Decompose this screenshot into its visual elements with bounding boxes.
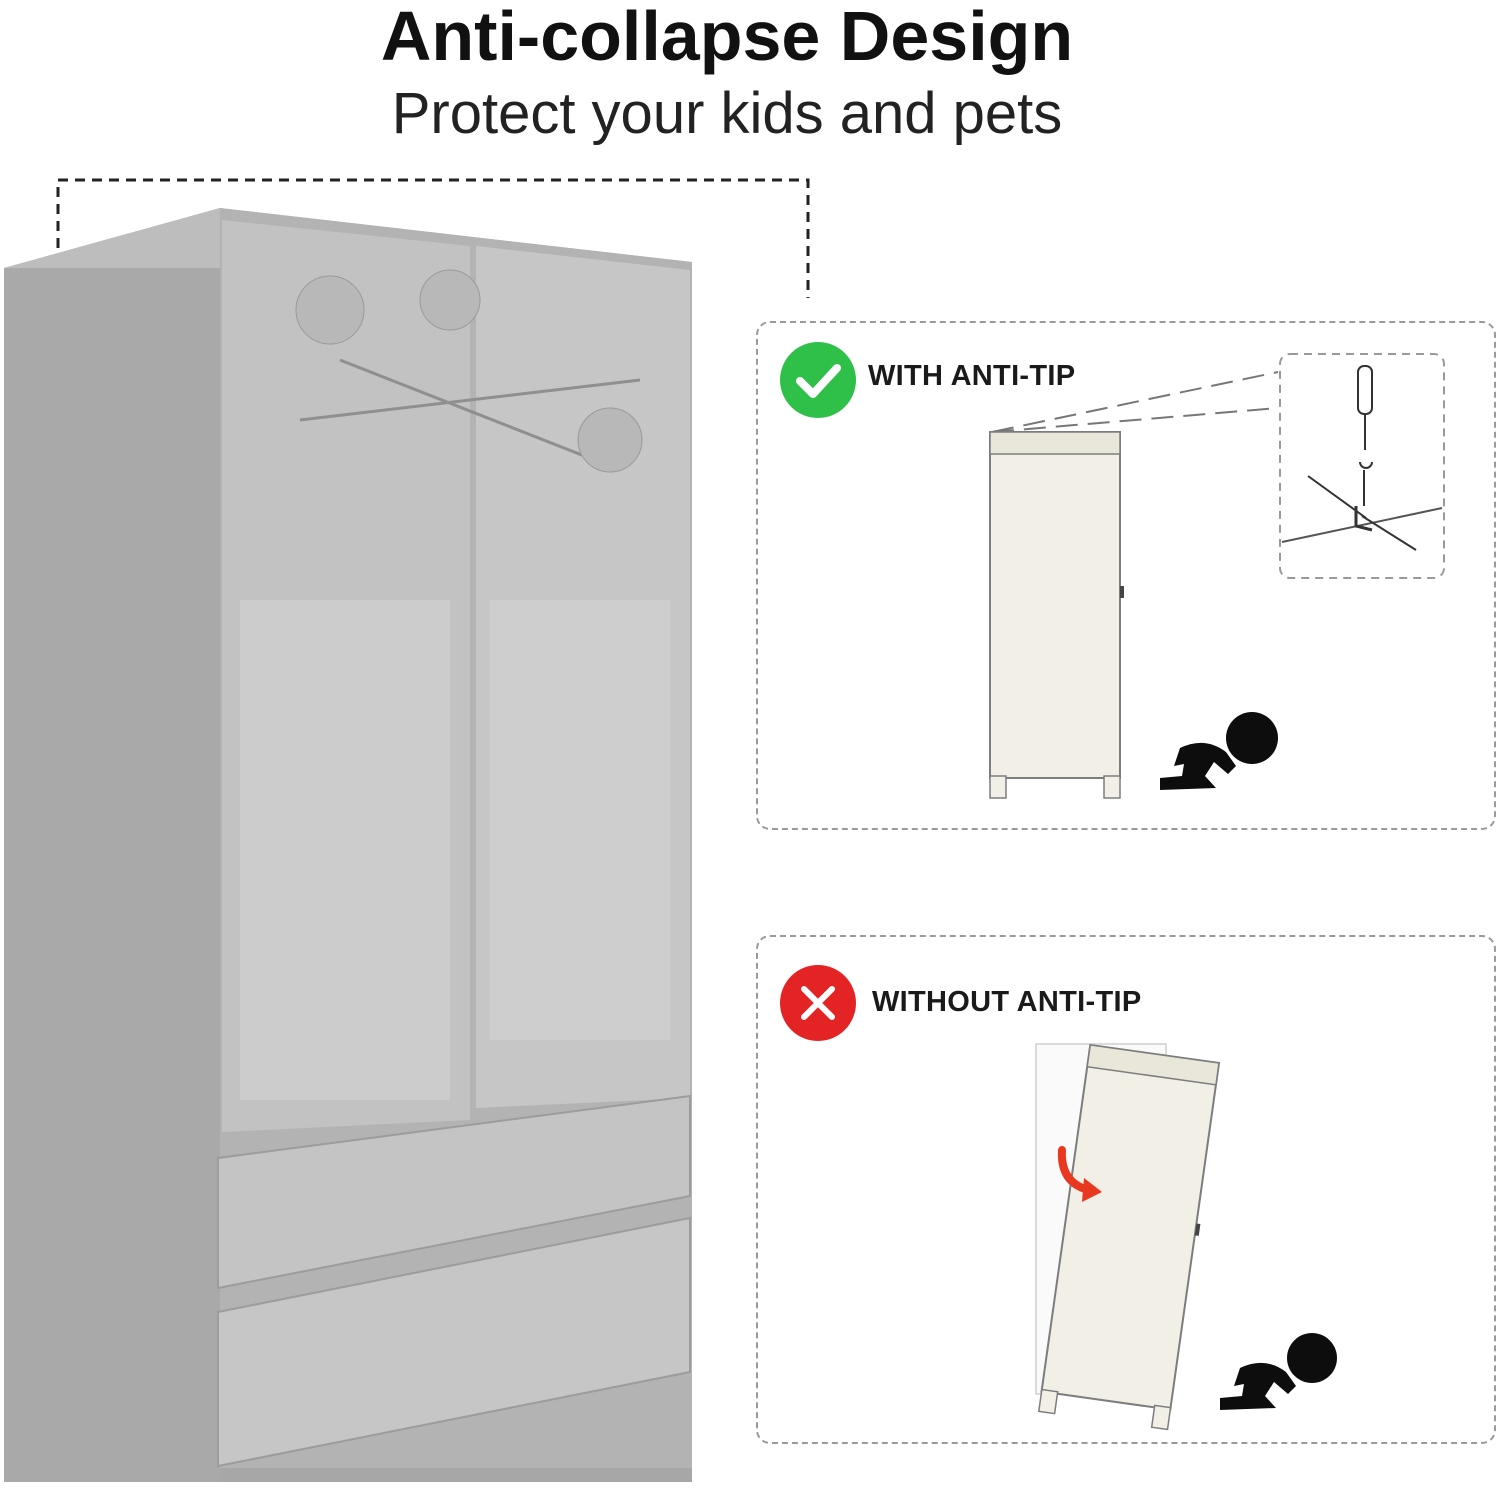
crawling-baby-icon xyxy=(1160,712,1278,790)
wardrobe-drawer-lower xyxy=(217,1216,691,1468)
with-anti-tip-illustration xyxy=(989,353,1445,799)
page-title: Anti-collapse Design xyxy=(380,0,1074,75)
with-anti-tip-label: WITH ANTI-TIP xyxy=(868,360,1076,392)
wardrobe-side xyxy=(4,208,220,1482)
height-bracket xyxy=(56,178,810,298)
page-subtitle: Protect your kids and pets xyxy=(391,81,1063,146)
wardrobe-drawer-upper xyxy=(217,1094,691,1290)
wardrobe-image xyxy=(4,178,810,1482)
without-anti-tip-illustration xyxy=(1035,1043,1337,1431)
tipping-cabinet xyxy=(1037,1043,1221,1431)
screwdriver-icon xyxy=(1357,365,1373,450)
without-anti-tip-label: WITHOUT ANTI-TIP xyxy=(872,986,1142,1018)
cross-icon xyxy=(780,965,856,1041)
check-icon xyxy=(780,342,856,418)
upright-cabinet xyxy=(989,431,1121,779)
tip-arrow-icon xyxy=(1057,1146,1102,1202)
anchor-bracket-icon xyxy=(1354,506,1373,532)
crawling-baby-icon xyxy=(1220,1333,1337,1410)
